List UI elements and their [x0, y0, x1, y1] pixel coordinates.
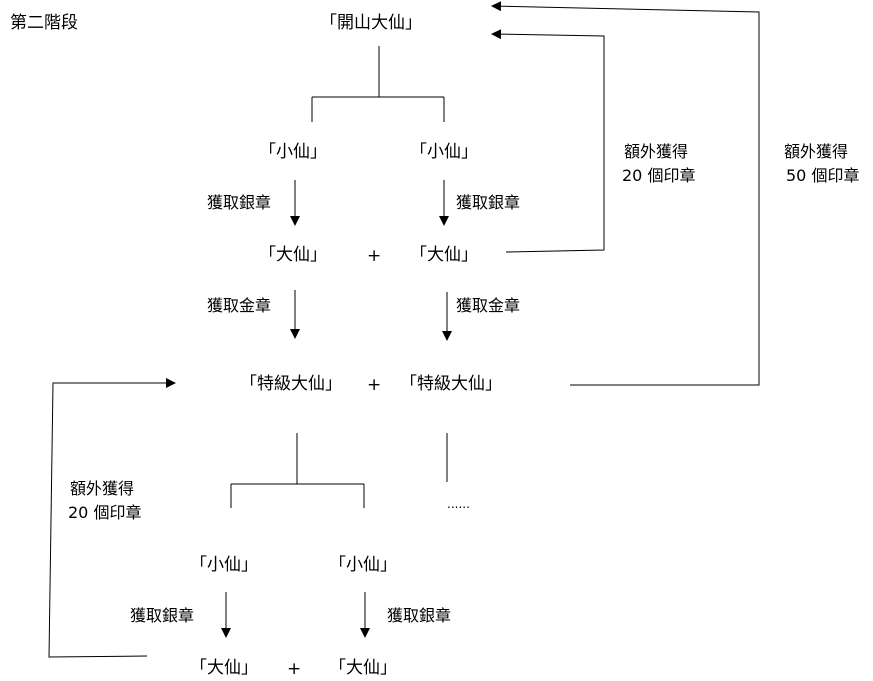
- node-special-2: 「特級大仙」: [400, 374, 502, 394]
- plus-2: +: [367, 375, 382, 395]
- bonus-20-bottom-line2: 20 個印章: [68, 503, 142, 522]
- node-big-4: 「大仙」: [329, 658, 397, 678]
- action-gold-2: 獲取金章: [456, 296, 521, 315]
- bonus-20-top-line2: 20 個印章: [622, 166, 696, 185]
- node-founder: 「開山大仙」: [320, 13, 422, 33]
- action-silver-2: 獲取銀章: [456, 193, 521, 212]
- action-silver-4: 獲取銀章: [387, 606, 452, 625]
- action-gold-1: 獲取金章: [207, 296, 272, 315]
- node-small-3: 「小仙」: [190, 555, 258, 575]
- bonus-50-line2: 50 個印章: [786, 166, 860, 185]
- bonus-20-top-line1: 額外獲得: [624, 142, 689, 161]
- node-small-1: 「小仙」: [259, 142, 327, 162]
- bonus-50-loop: [491, 1, 760, 386]
- plus-3: +: [287, 659, 302, 679]
- node-big-3: 「大仙」: [190, 658, 258, 678]
- bonus-20-loop-top: [491, 29, 605, 253]
- ellipsis: ......: [447, 497, 470, 511]
- bonus-20-bottom-line1: 額外獲得: [70, 479, 135, 498]
- node-small-4: 「小仙」: [329, 555, 397, 575]
- node-big-2: 「大仙」: [410, 245, 478, 265]
- bonus-20-loop-bottom: [48, 378, 176, 658]
- stage-title: 第二階段: [10, 13, 78, 33]
- action-silver-3: 獲取銀章: [130, 606, 195, 625]
- node-special-1: 「特級大仙」: [240, 374, 342, 394]
- bonus-50-line1: 額外獲得: [784, 142, 849, 161]
- action-silver-1: 獲取銀章: [207, 193, 272, 212]
- node-small-2: 「小仙」: [410, 142, 478, 162]
- plus-1: +: [367, 246, 382, 266]
- node-big-1: 「大仙」: [259, 245, 327, 265]
